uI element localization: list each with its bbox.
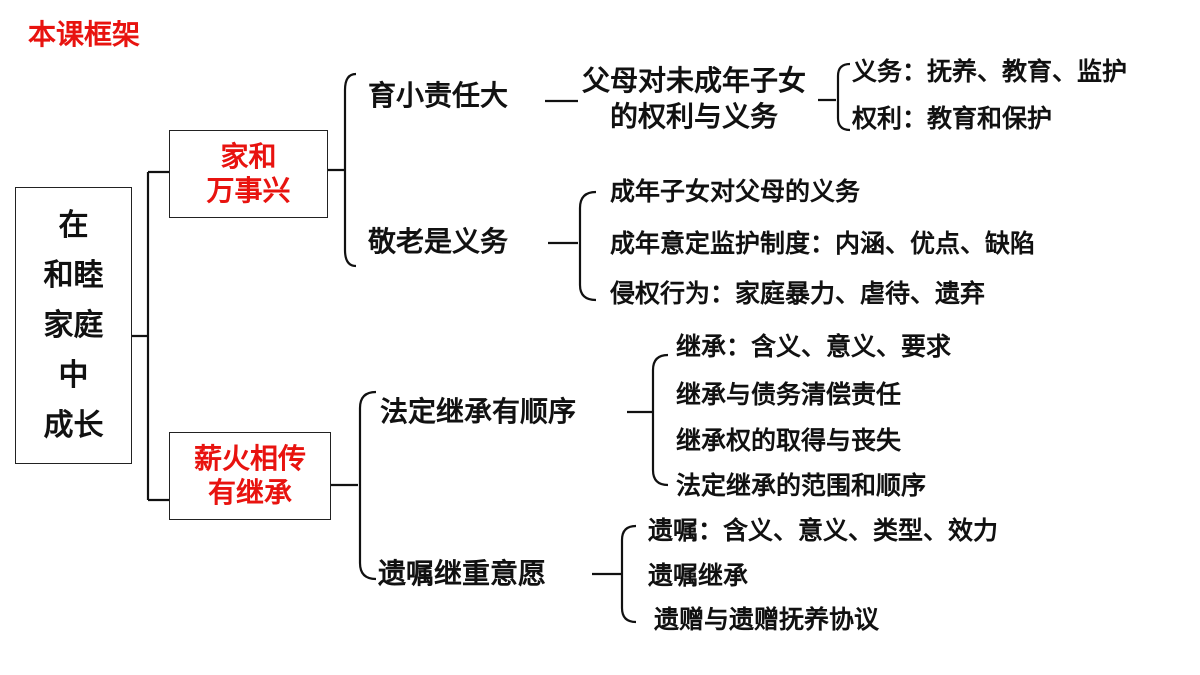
subtopic-middle-node: 父母对未成年子女 的权利与义务 <box>582 63 806 135</box>
leaf-item: 侵权行为：家庭暴力、虐待、遗弃 <box>610 279 986 308</box>
leaf-item: 义务：抚养、教育、监护 <box>852 57 1128 86</box>
subtopic-node: 法定继承有顺序 <box>380 395 577 428</box>
root-line: 和睦 <box>43 257 104 293</box>
bracket-branch2 <box>330 390 377 581</box>
leaf-item: 继承权的取得与丧失 <box>676 426 902 455</box>
root-node: 在 和睦 家庭 中 成长 <box>15 187 132 464</box>
root-line: 家庭 <box>43 307 104 343</box>
bracket-root <box>132 170 169 502</box>
branch-label-line: 薪火相传 <box>193 442 306 475</box>
leaf-item: 继承：含义、意义、要求 <box>676 332 952 361</box>
branch-label-line: 万事兴 <box>206 174 291 207</box>
root-line: 在 <box>58 207 89 243</box>
leaf-item: 成年意定监护制度：内涵、优点、缺陷 <box>610 229 1036 258</box>
middle-line: 的权利与义务 <box>610 100 779 133</box>
branch-node: 薪火相传 有继承 <box>169 432 331 520</box>
leaf-item: 成年子女对父母的义务 <box>610 177 861 206</box>
bracket-sub3-leaves <box>627 353 669 487</box>
root-line: 中 <box>58 357 89 393</box>
leaf-item: 遗嘱：含义、意义、类型、效力 <box>648 516 999 545</box>
branch-node: 家和 万事兴 <box>169 130 328 218</box>
leaf-item: 法定继承的范围和顺序 <box>676 471 927 500</box>
leaf-item: 遗赠与遗赠抚养协议 <box>654 605 880 634</box>
branch-label-line: 家和 <box>220 140 277 173</box>
leaf-item: 遗嘱继承 <box>648 561 749 590</box>
bracket-branch1 <box>328 72 357 268</box>
subtopic-node: 敬老是义务 <box>368 225 509 258</box>
middle-line: 父母对未成年子女 <box>582 64 807 97</box>
bracket-sub2-leaves <box>548 190 597 302</box>
bracket-sub1-leaves <box>818 62 851 132</box>
slide-title: 本课框架 <box>28 18 141 51</box>
subtopic-node: 遗嘱继重意愿 <box>378 557 547 590</box>
branch-label-line: 有继承 <box>207 476 292 509</box>
subtopic-node: 育小责任大 <box>368 79 509 112</box>
leaf-item: 权利：教育和保护 <box>852 104 1053 133</box>
root-line: 成长 <box>43 407 104 443</box>
leaf-item: 继承与债务清偿责任 <box>676 380 902 409</box>
bracket-sub4-leaves <box>592 524 637 624</box>
